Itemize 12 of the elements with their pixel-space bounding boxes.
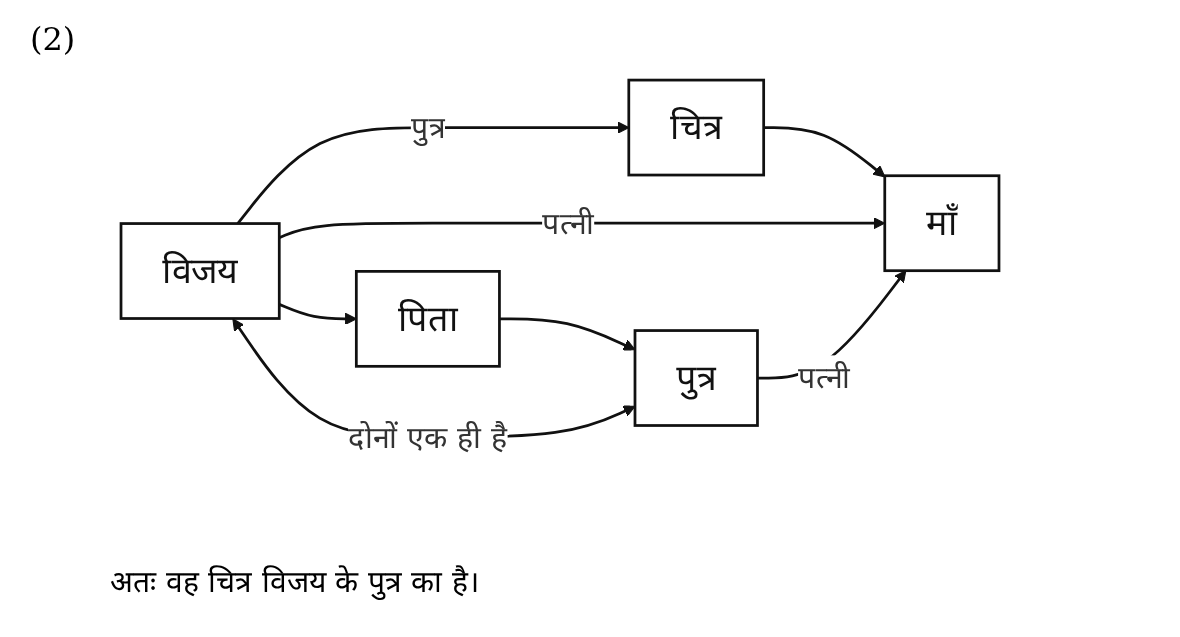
- edge-label: दोनों एक ही है: [348, 420, 508, 455]
- node-box: पुत्र: [633, 329, 759, 427]
- arrow: [763, 126, 886, 178]
- node-box: पिता: [354, 270, 501, 368]
- node-box: चित्र: [627, 78, 766, 177]
- node-box: माँ: [883, 174, 1001, 273]
- edge-label: पत्नी: [542, 206, 595, 241]
- node-box: विजय: [119, 222, 281, 320]
- edge-label: पुत्र: [410, 110, 446, 145]
- caption: अतः वह चित्र विजय के पुत्र का है।: [110, 563, 479, 601]
- panel-number: (2): [30, 20, 76, 58]
- edge-label: पत्नी: [798, 360, 851, 396]
